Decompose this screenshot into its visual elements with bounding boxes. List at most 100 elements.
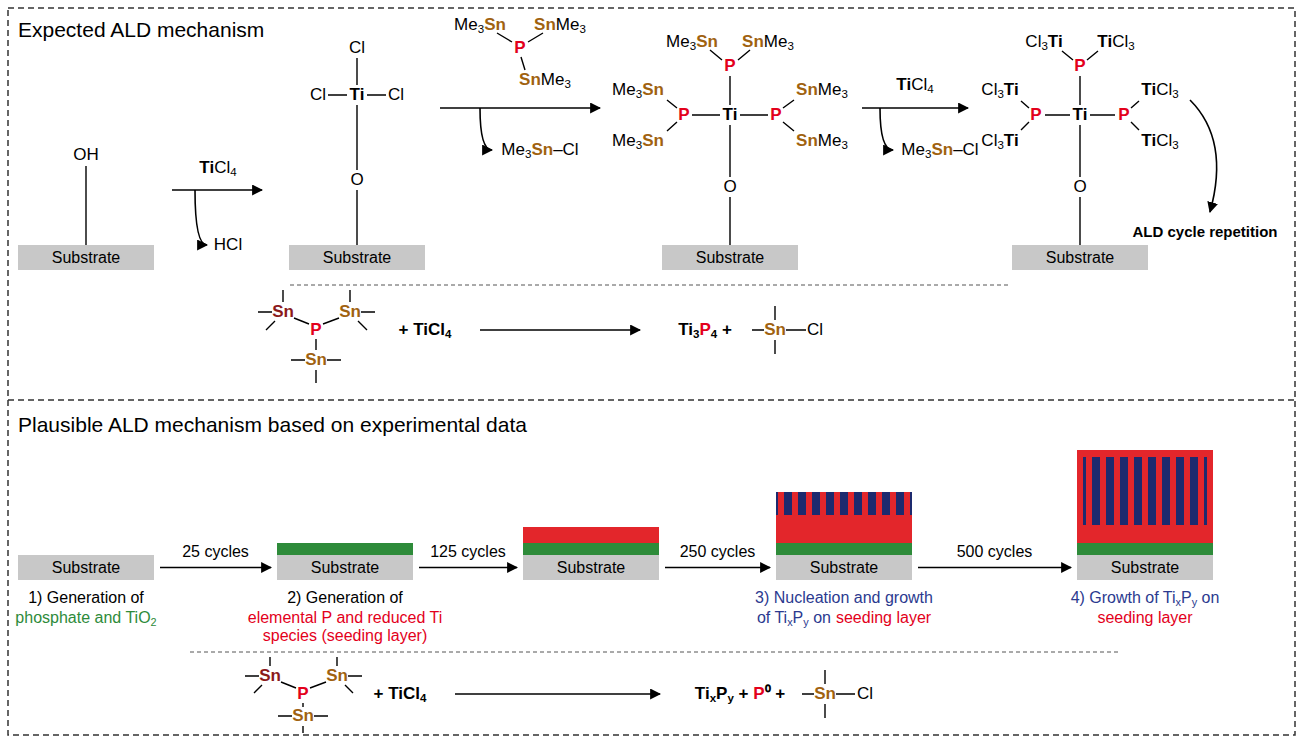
text-label: Me3Sn [612, 80, 664, 100]
process-arrow [665, 567, 770, 569]
process-arrow [160, 567, 271, 569]
dashed-divider [190, 652, 1120, 653]
text-label: Sn [814, 684, 836, 704]
text-label: Me3Sn–Cl [901, 140, 978, 160]
text-label: Me3Sn [666, 32, 718, 52]
text-label: P [310, 320, 321, 340]
text-label: 4) Growth of TixPy on [1071, 589, 1220, 607]
substrate-box: Substrate [776, 555, 912, 580]
text-label: P [724, 56, 735, 76]
text-label: elemental P and reduced Ti species (seed… [245, 609, 445, 646]
reaction-arrows [195, 190, 207, 245]
text-label: SnMe3 [534, 15, 586, 35]
text-label: TixPy + P⁰ + [695, 684, 785, 704]
film-layers [1077, 543, 1213, 555]
section-heading: Plausible ALD mechanism based on experim… [18, 413, 527, 437]
text-label: P [678, 105, 689, 125]
film-layers [1077, 450, 1213, 543]
substrate-label: Substrate [323, 249, 391, 267]
dashed-frame [8, 8, 1295, 735]
text-label: of TixPy on [757, 609, 831, 627]
substrate-label: Substrate [696, 249, 764, 267]
reaction-arrows [480, 108, 492, 150]
section-heading: Expected ALD mechanism [18, 18, 264, 42]
text-label: O [1073, 177, 1086, 197]
substrate-label: Substrate [1111, 559, 1179, 577]
film-layers [523, 543, 659, 555]
reaction-arrows [455, 693, 660, 695]
text-label: + TiCl4 [374, 684, 427, 704]
chemical-bonds [258, 290, 375, 383]
text-label: P [1118, 105, 1129, 125]
film-layers [776, 515, 912, 543]
substrate-box: Substrate [523, 555, 659, 580]
text-label: SnMe3 [796, 80, 848, 100]
film-layers [277, 543, 413, 555]
text-label: Sn [305, 350, 327, 370]
text-label: Cl3Ti [1025, 32, 1062, 52]
text-label: Cl3Ti [981, 80, 1018, 100]
film-layers [1083, 457, 1207, 525]
substrate-label: Substrate [1046, 249, 1114, 267]
film-layers [776, 492, 912, 515]
text-label: SnMe3 [796, 131, 848, 151]
process-arrow [419, 567, 517, 569]
dashed-frame [8, 399, 1295, 401]
text-label: Cl [807, 320, 823, 340]
arrow-label: 250 cycles [677, 542, 759, 560]
arrow-label: 500 cycles [954, 542, 1036, 560]
film-layers [523, 527, 659, 543]
text-label: P [1030, 105, 1041, 125]
text-label: HCl [214, 235, 242, 255]
chemical-bonds [667, 50, 794, 245]
arrow-label: 25 cycles [179, 542, 252, 560]
substrate-box: Substrate [662, 245, 798, 270]
caption-line: of TixPy onseeding layer [757, 609, 931, 627]
chemical-bonds [1021, 51, 1139, 245]
arrow-label: 125 cycles [427, 542, 509, 560]
substrate-box: Substrate [18, 245, 154, 270]
text-label: TiCl4 [896, 75, 933, 95]
text-label: Ti [1073, 105, 1088, 125]
text-label: SnMe3 [519, 70, 571, 90]
text-label: P [1074, 56, 1085, 76]
text-label: Sn [326, 666, 348, 686]
text-label: P [297, 684, 308, 704]
text-label: Me3Sn–Cl [501, 140, 578, 160]
substrate-label: Substrate [311, 559, 379, 577]
reaction-arrows [1190, 100, 1217, 212]
substrate-label: Substrate [52, 249, 120, 267]
text-label: Me3Sn [454, 15, 506, 35]
reaction-arrows [862, 107, 968, 109]
text-label: Cl [388, 85, 404, 105]
text-label: Me3Sn [612, 131, 664, 151]
text-label: SnMe3 [742, 32, 794, 52]
substrate-label: Substrate [557, 559, 625, 577]
text-label: Ti [350, 85, 365, 105]
text-label: 3) Nucleation and growth [755, 589, 933, 607]
text-label: ALD cycle repetition [1132, 223, 1277, 240]
text-label: OH [73, 145, 99, 165]
text-label: TiCl3 [1141, 80, 1178, 100]
text-label: TiCl3 [1141, 131, 1178, 151]
text-label: P [770, 105, 781, 125]
substrate-box: Substrate [1012, 245, 1148, 270]
text-label: + TiCl4 [399, 320, 452, 340]
text-label: O [350, 170, 363, 190]
film-layers [277, 450, 1213, 555]
substrate-label: Substrate [52, 559, 120, 577]
text-label: 1) Generation of [28, 589, 144, 607]
dashed-frame [8, 8, 1295, 735]
text-label: Cl [310, 85, 326, 105]
reaction-arrows [440, 107, 600, 109]
substrate-label: Substrate [810, 559, 878, 577]
text-label: Cl [349, 38, 365, 58]
substrate-box: Substrate [289, 245, 425, 270]
text-label: P [514, 38, 525, 58]
text-label: 2) Generation of [287, 589, 403, 607]
text-label: Ti3P4 + [678, 320, 732, 340]
text-label: Sn [339, 302, 361, 322]
chemical-bonds [497, 33, 543, 70]
